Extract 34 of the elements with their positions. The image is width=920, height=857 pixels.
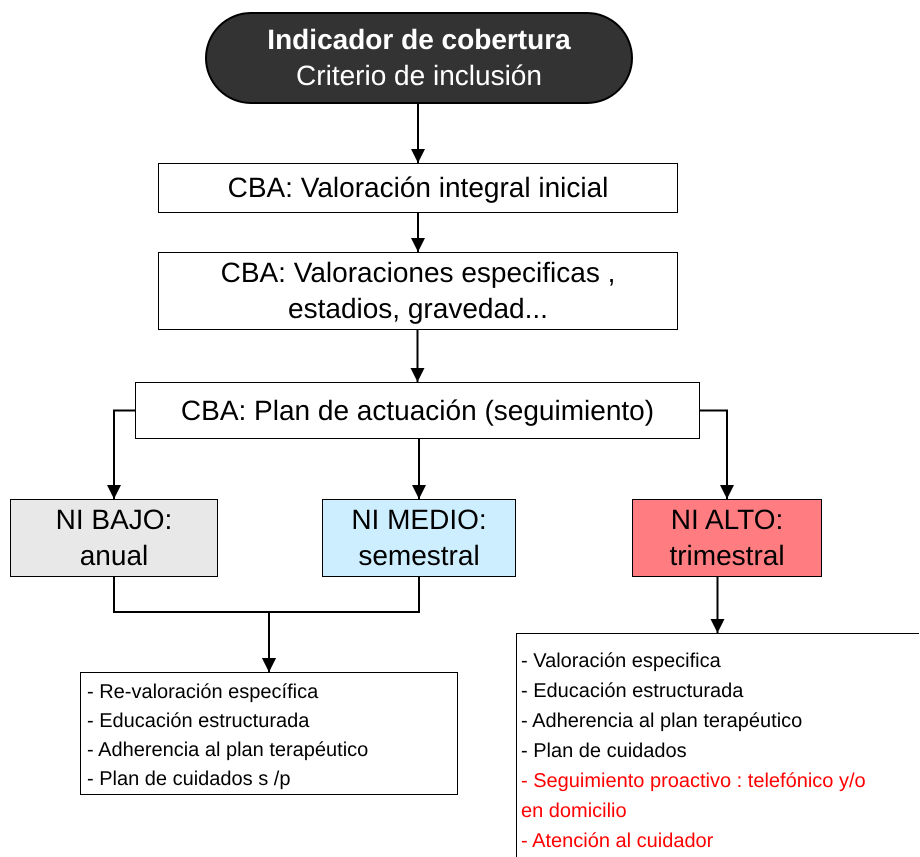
list-item: - Plan de cuidados xyxy=(521,738,687,764)
node-label: Criterio de inclusión xyxy=(296,59,542,93)
node-label: NI MEDIO: semestral xyxy=(350,503,488,573)
action-list-box xyxy=(516,633,919,857)
node-label: CBA: Valoración integral inicial xyxy=(228,171,608,205)
arrow xyxy=(411,104,425,163)
list-item: - Re-valoración específica xyxy=(87,680,318,704)
list-item: - Adherencia al plan terapéutico xyxy=(521,708,802,734)
arrow xyxy=(411,213,425,252)
arrow xyxy=(700,410,734,499)
arrow xyxy=(262,577,420,672)
arrow xyxy=(412,439,426,499)
list-item: - Educación estructurada xyxy=(87,708,310,734)
node-label: NI ALTO: trimestral xyxy=(668,503,786,573)
level-box xyxy=(10,499,218,577)
list-item: - Educación estructurada xyxy=(521,678,744,704)
node-label: CBA: Plan de actuación (seguimiento) xyxy=(180,394,654,428)
action-list-box xyxy=(80,672,458,795)
node-label: CBA: Valoraciones especificas , estadios, gravedad... xyxy=(220,256,616,326)
arrow xyxy=(410,330,424,382)
process-box xyxy=(158,163,678,213)
list-item: - Adherencia al plan terapéutico xyxy=(87,738,368,762)
level-box xyxy=(632,499,822,577)
arrow xyxy=(710,577,724,633)
level-box xyxy=(322,499,516,577)
list-item: - Atención al cuidador xyxy=(521,828,714,854)
node-label: Indicador de cobertura xyxy=(267,23,571,57)
process-box xyxy=(158,252,678,330)
arrow xyxy=(107,410,135,499)
process-box xyxy=(135,382,700,439)
list-item: - Valoración especifica xyxy=(521,648,721,674)
list-item: - Plan de cuidados s /p xyxy=(87,766,290,792)
list-item: - Seguimiento proactivo : telefónico y/o en domicilio xyxy=(521,768,867,824)
node-label: NI BAJO: anual xyxy=(54,503,174,573)
